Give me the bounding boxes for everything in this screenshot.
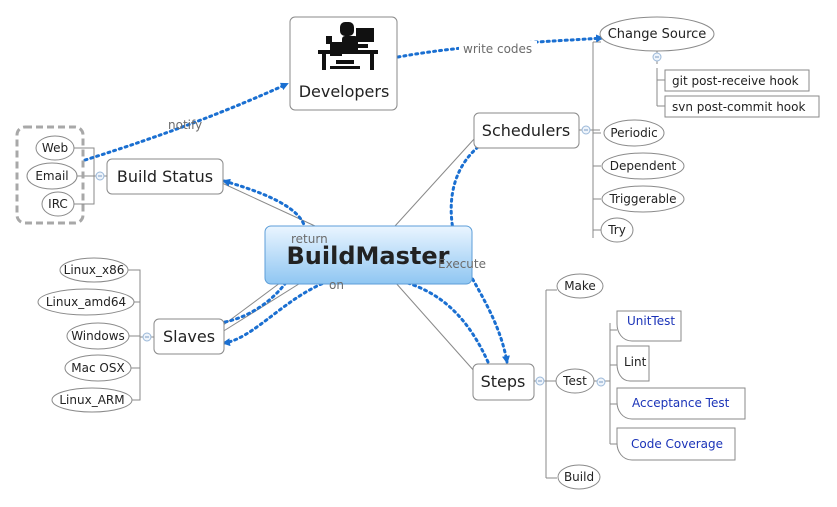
dependent-label: Dependent xyxy=(610,159,677,173)
linux-amd64-label: Linux_amd64 xyxy=(46,295,126,309)
test-label: Test xyxy=(562,374,587,388)
unittest-node[interactable]: UnitTest xyxy=(616,310,682,342)
svn-hook-label: svn post-commit hook xyxy=(672,100,805,114)
git-hook-label: git post-receive hook xyxy=(672,74,799,88)
linux-arm-node[interactable]: Linux_ARM xyxy=(51,387,133,413)
linux-x86-node[interactable]: Linux_x86 xyxy=(59,257,129,283)
schedulers-label: Schedulers xyxy=(482,121,570,140)
periodic-node[interactable]: Periodic xyxy=(603,119,665,147)
mac-osx-label: Mac OSX xyxy=(71,361,124,375)
code-coverage-label: Code Coverage xyxy=(631,437,723,451)
linux-arm-label: Linux_ARM xyxy=(59,393,124,407)
dependent-node[interactable]: Dependent xyxy=(601,152,685,180)
steps-label: Steps xyxy=(481,372,526,391)
change-source-node[interactable]: Change Source xyxy=(599,16,715,52)
git-hook-node[interactable]: git post-receive hook xyxy=(664,69,810,92)
developer-at-desk-icon xyxy=(318,22,378,70)
slaves-node[interactable]: Slaves xyxy=(153,318,225,355)
periodic-label: Periodic xyxy=(610,126,657,140)
triggerable-node[interactable]: Triggerable xyxy=(601,185,685,213)
build-status-node[interactable]: Build Status xyxy=(106,158,224,195)
build-step-label: Build xyxy=(564,470,594,484)
relation-label-on: on xyxy=(329,278,344,292)
svn-hook-node[interactable]: svn post-commit hook xyxy=(664,95,820,118)
schedulers-node[interactable]: Schedulers xyxy=(473,112,580,149)
irc-label: IRC xyxy=(48,197,68,211)
relation-on xyxy=(222,273,490,364)
email-label: Email xyxy=(35,169,68,183)
email-node[interactable]: Email xyxy=(26,162,78,190)
make-label: Make xyxy=(564,279,596,293)
windows-label: Windows xyxy=(71,329,125,343)
steps-node[interactable]: Steps xyxy=(472,363,535,401)
linux-amd64-node[interactable]: Linux_amd64 xyxy=(37,288,135,316)
central-topic-label: BuildMaster xyxy=(287,242,450,270)
linux-x86-label: Linux_x86 xyxy=(64,263,125,277)
acceptance-test-label: Acceptance Test xyxy=(632,396,730,410)
triggerable-label: Triggerable xyxy=(608,192,676,206)
slaves-label: Slaves xyxy=(163,327,215,346)
developers-label: Developers xyxy=(299,82,390,101)
relation-label-return: return xyxy=(291,232,328,246)
make-node[interactable]: Make xyxy=(556,273,604,299)
try-label: Try xyxy=(607,223,626,237)
change-source-label: Change Source xyxy=(608,27,707,42)
windows-node[interactable]: Windows xyxy=(66,322,130,350)
lint-node[interactable]: Lint xyxy=(616,345,650,382)
test-node[interactable]: Test xyxy=(555,368,595,394)
relation-notify xyxy=(83,82,289,162)
relation-label-notify: notify xyxy=(168,118,202,132)
try-node[interactable]: Try xyxy=(600,217,634,243)
central-topic[interactable]: BuildMaster xyxy=(264,225,473,285)
code-coverage-node[interactable]: Code Coverage xyxy=(616,427,736,461)
acceptance-test-node[interactable]: Acceptance Test xyxy=(616,387,746,420)
irc-node[interactable]: IRC xyxy=(41,191,75,217)
build-status-label: Build Status xyxy=(117,167,213,186)
web-label: Web xyxy=(42,141,68,155)
relation-label-write-codes: write codes xyxy=(463,42,532,56)
lint-label: Lint xyxy=(624,355,647,369)
status-channels-boundary xyxy=(15,125,85,225)
build-step-node[interactable]: Build xyxy=(557,464,601,490)
mac-osx-node[interactable]: Mac OSX xyxy=(64,354,132,382)
unittest-label: UnitTest xyxy=(627,314,675,328)
web-node[interactable]: Web xyxy=(35,135,75,161)
developers-node[interactable]: Developers xyxy=(289,16,398,111)
relation-label-execute: Execute xyxy=(438,257,486,271)
